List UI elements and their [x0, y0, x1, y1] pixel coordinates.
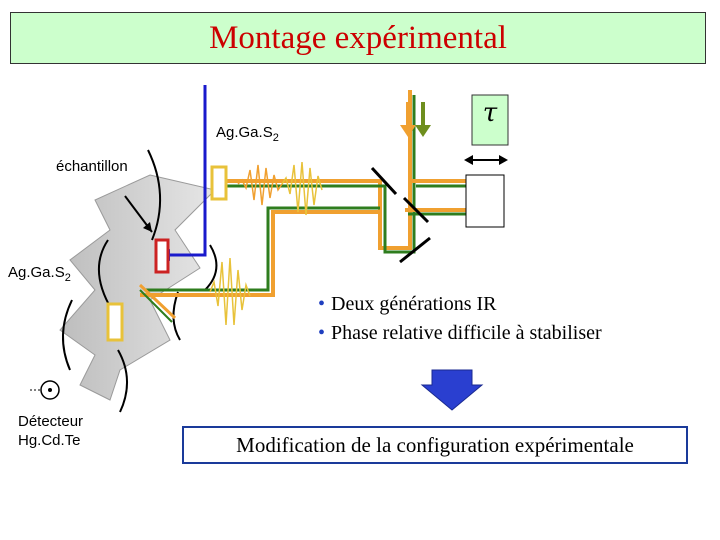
bullet-list: •Deux générations IR •Phase relative dif… — [318, 290, 602, 348]
curved-mirror-lower-left — [61, 299, 73, 371]
detector-label-line1: Détecteur — [18, 413, 84, 430]
delay-stage-box — [465, 174, 505, 228]
beam-orange-lower — [140, 210, 380, 297]
slide-title: Montage expérimental — [10, 12, 706, 64]
wave-packet-yellow-3 — [209, 257, 251, 326]
result-down-arrow — [420, 369, 484, 411]
ir-beam-path — [59, 174, 216, 401]
result-box: Modification de la configuration expérim… — [182, 426, 688, 464]
beam-green-lower — [145, 206, 380, 292]
crystal-left-label: Ag.Ga.S2 — [8, 264, 71, 284]
wave-packet-yellow-2 — [281, 161, 323, 216]
delay-arrow-left-head — [464, 155, 473, 165]
detector-center-dot — [48, 388, 52, 392]
beam-orange-diag — [138, 283, 177, 320]
detector-label: Détecteur Hg.Cd.Te — [18, 412, 83, 450]
mirror-lower-right — [399, 236, 431, 264]
curved-mirror-top — [147, 149, 162, 241]
crystal-left-text: Ag.Ga.S — [8, 264, 65, 281]
beam-green-diag — [139, 289, 173, 323]
sample-crystal-red — [154, 238, 170, 274]
pump-beam-blue — [160, 85, 207, 257]
beam-orange-upper — [225, 90, 412, 250]
crystal-top-label: Ag.Ga.S2 — [216, 124, 279, 144]
curved-mirror-bottom — [117, 349, 129, 413]
beamsplitter-upper — [370, 166, 398, 196]
curved-mirror-right — [204, 244, 218, 291]
delay-tau-label: τ — [482, 98, 498, 128]
bullet-text: Deux générations IR — [331, 293, 497, 315]
delay-arrow-right-head — [499, 155, 508, 165]
crystal-left-sub: 2 — [64, 272, 71, 284]
sample-pointer-arrowhead — [143, 222, 152, 232]
bullet-text: Phase relative difficile à stabiliser — [331, 322, 602, 344]
sample-label: échantillon — [56, 158, 128, 175]
mirror-delay-entry — [402, 196, 430, 224]
orange-down-arrowhead — [400, 125, 416, 137]
bullet-item: •Deux générations IR — [318, 293, 497, 315]
crystal-lower — [106, 302, 124, 342]
beam-green-upper — [225, 95, 416, 254]
wave-packet-orange-1 — [237, 164, 283, 206]
crystal-top-text: Ag.Ga.S — [216, 124, 273, 141]
crystal-upper — [210, 165, 228, 201]
bullet-item: •Phase relative difficile à stabiliser — [318, 322, 602, 344]
crystal-top-sub: 2 — [272, 132, 279, 144]
delay-tau-box — [471, 94, 509, 146]
detector-label-line2: Hg.Cd.Te — [18, 432, 81, 449]
green-down-arrowhead — [415, 125, 431, 137]
